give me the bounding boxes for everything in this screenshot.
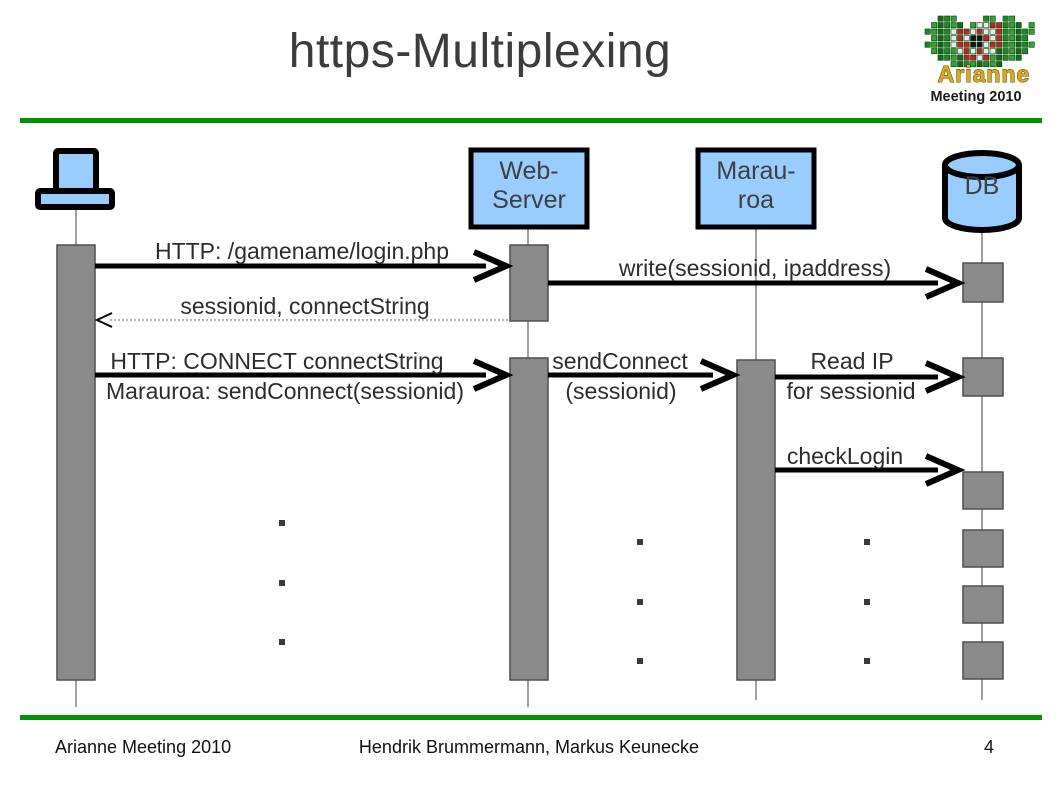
db-activation-5 bbox=[962, 585, 1004, 624]
webserver-label-line1: Web- bbox=[499, 157, 559, 185]
db-activation-6 bbox=[962, 641, 1004, 680]
webserver-box bbox=[468, 147, 590, 230]
ellipsis-dots bbox=[279, 520, 870, 664]
msg-readip-label: Read IP bbox=[810, 348, 894, 374]
client-computer-icon bbox=[35, 148, 115, 210]
activation-bars bbox=[56, 244, 1004, 681]
logo-caption: Meeting 2010 bbox=[930, 89, 1022, 105]
message-arrows bbox=[95, 249, 966, 487]
db-activation-1 bbox=[962, 262, 1004, 303]
db-label: DB bbox=[964, 172, 1000, 200]
footer-page-number: 4 bbox=[983, 737, 994, 757]
db-activation-3 bbox=[962, 471, 1004, 510]
return-arrow bbox=[94, 312, 510, 328]
msg-connect-label: HTTP: CONNECT connectString bbox=[110, 348, 444, 374]
arrow-return-head bbox=[94, 312, 113, 328]
arrow-readip-head bbox=[924, 360, 966, 394]
msg-return-label: sessionid, connectString bbox=[180, 293, 430, 319]
arianne-logo-text: Arianne bbox=[938, 61, 1031, 87]
footer-event-name: Arianne Meeting 2010 bbox=[55, 737, 232, 757]
arrow-sendconnect-head bbox=[699, 358, 741, 392]
marauroa-label-line1: Marau- bbox=[716, 157, 796, 185]
page-title: https-Multiplexing bbox=[288, 25, 672, 78]
arrow-write-head bbox=[924, 266, 966, 300]
msg-login-label: HTTP: /gamename/login.php bbox=[154, 238, 450, 264]
msg-sendconnect-label2: (sessionid) bbox=[565, 378, 677, 404]
webserver-activation-2 bbox=[509, 357, 549, 681]
msg-readip-label2: for sessionid bbox=[786, 378, 916, 404]
arrow-connect-head bbox=[472, 358, 514, 392]
marauroa-activation bbox=[736, 359, 776, 681]
msg-connect-label2: Marauroa: sendConnect(sessionid) bbox=[106, 378, 464, 404]
msg-checklogin-label: checkLogin bbox=[786, 443, 904, 469]
arianne-logo-icon: Arianne bbox=[924, 15, 1035, 88]
bottom-divider-line bbox=[20, 715, 1042, 720]
db-cylinder-icon bbox=[942, 150, 1022, 233]
db-activation-4 bbox=[962, 529, 1004, 568]
db-activation-2 bbox=[962, 357, 1004, 397]
webserver-activation-1 bbox=[509, 244, 549, 322]
webserver-label: Web- Server bbox=[471, 157, 587, 215]
msg-write-label: write(sessionid, ipaddress) bbox=[618, 255, 892, 281]
msg-sendconnect-label: sendConnect bbox=[552, 348, 688, 374]
webserver-label-line2: Server bbox=[492, 186, 566, 214]
top-divider-line bbox=[20, 118, 1042, 123]
arrow-checklogin-head bbox=[924, 453, 966, 487]
client-activation bbox=[56, 244, 96, 681]
marauroa-label: Marau- roa bbox=[698, 157, 814, 215]
marauroa-box bbox=[695, 147, 817, 230]
footer-authors: Hendrik Brummermann, Markus Keunecke bbox=[358, 737, 700, 757]
arrow-login-head bbox=[472, 249, 514, 283]
marauroa-label-line2: roa bbox=[737, 186, 775, 214]
